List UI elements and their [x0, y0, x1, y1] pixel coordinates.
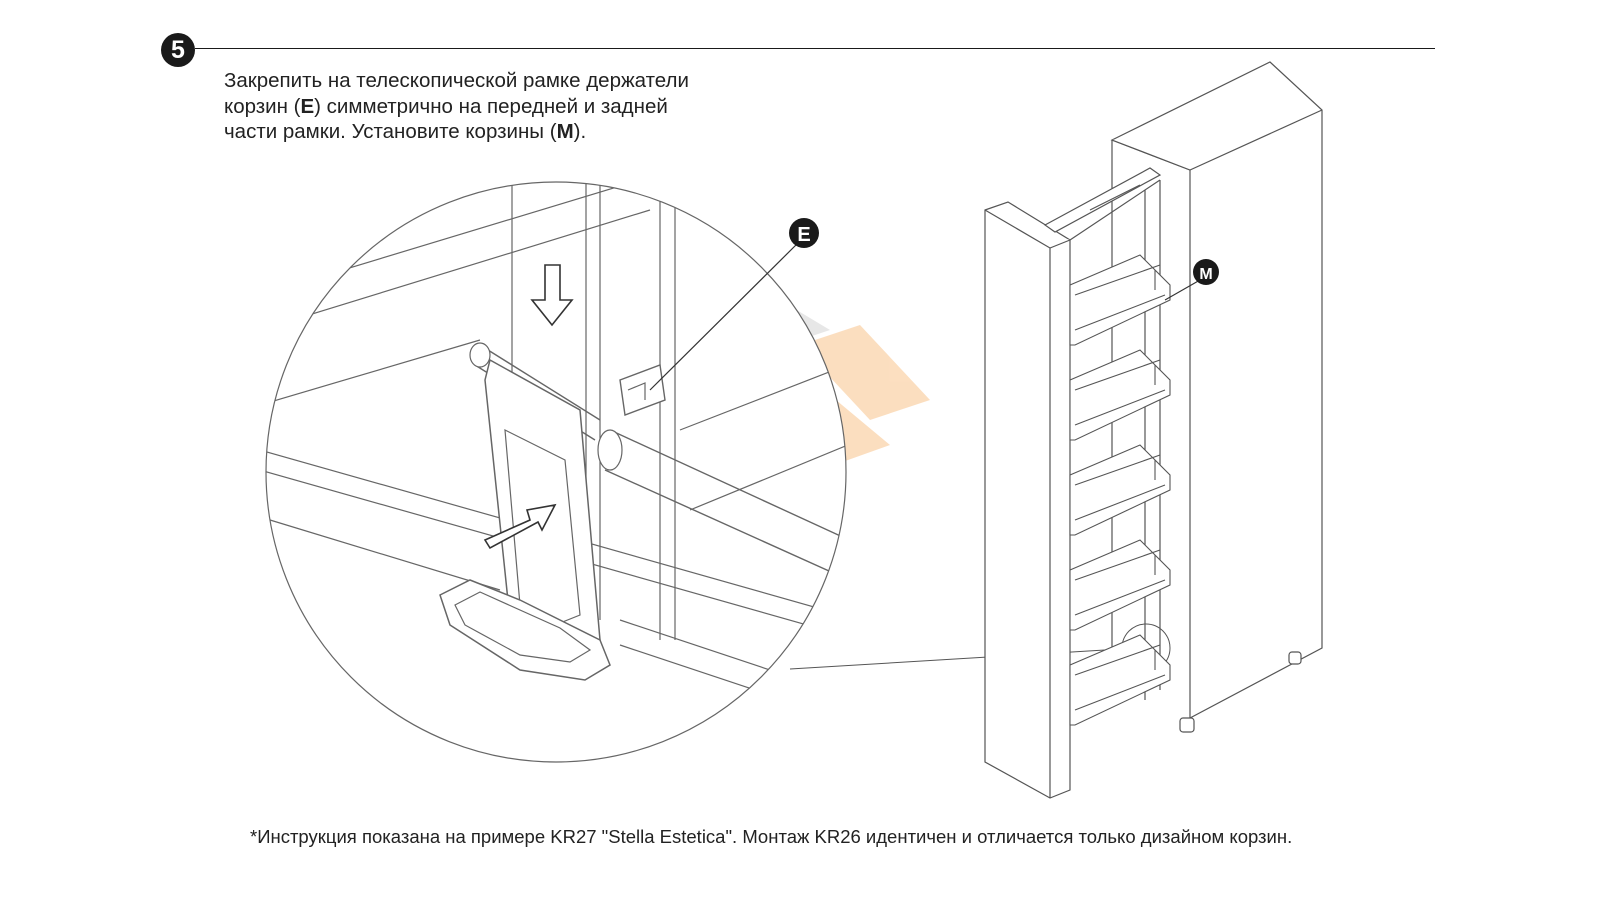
arrow-down-icon [530, 264, 574, 327]
callout-e-leader [649, 237, 804, 391]
basket-3 [1069, 444, 1171, 536]
basket-2 [1069, 349, 1171, 441]
pantry-cabinet [984, 61, 1323, 799]
arrow-insert-icon [483, 503, 557, 550]
holder-ref: E [300, 94, 315, 118]
instruction-line-2: корзин (E) симметрично на передней и зад… [224, 94, 668, 118]
basket-4 [1069, 539, 1171, 631]
footnote: *Инструкция показана на примере KR27 "St… [250, 826, 1293, 847]
detail-content [266, 182, 846, 726]
basket-5 [1069, 634, 1171, 726]
step-divider [195, 48, 1435, 49]
callout-m-leader [1164, 279, 1201, 301]
callout-e-label: E [797, 224, 810, 246]
instruction-line-3: части рамки. Установите корзины (M). [224, 120, 587, 143]
callout-e-badge [789, 218, 819, 248]
callout-m-label: M [1199, 266, 1212, 283]
instruction-text: Закрепить на телескопической рамке держа… [224, 68, 824, 145]
basket-set [1069, 254, 1171, 726]
step-number-badge: 5 [161, 33, 195, 67]
callout-m-badge [1193, 259, 1219, 285]
instruction-line-1: Закрепить на телескопической рамке держа… [224, 69, 689, 92]
basket-1 [1069, 254, 1171, 346]
detail-leader-line [789, 647, 1139, 670]
basket-ref: M [556, 120, 574, 143]
